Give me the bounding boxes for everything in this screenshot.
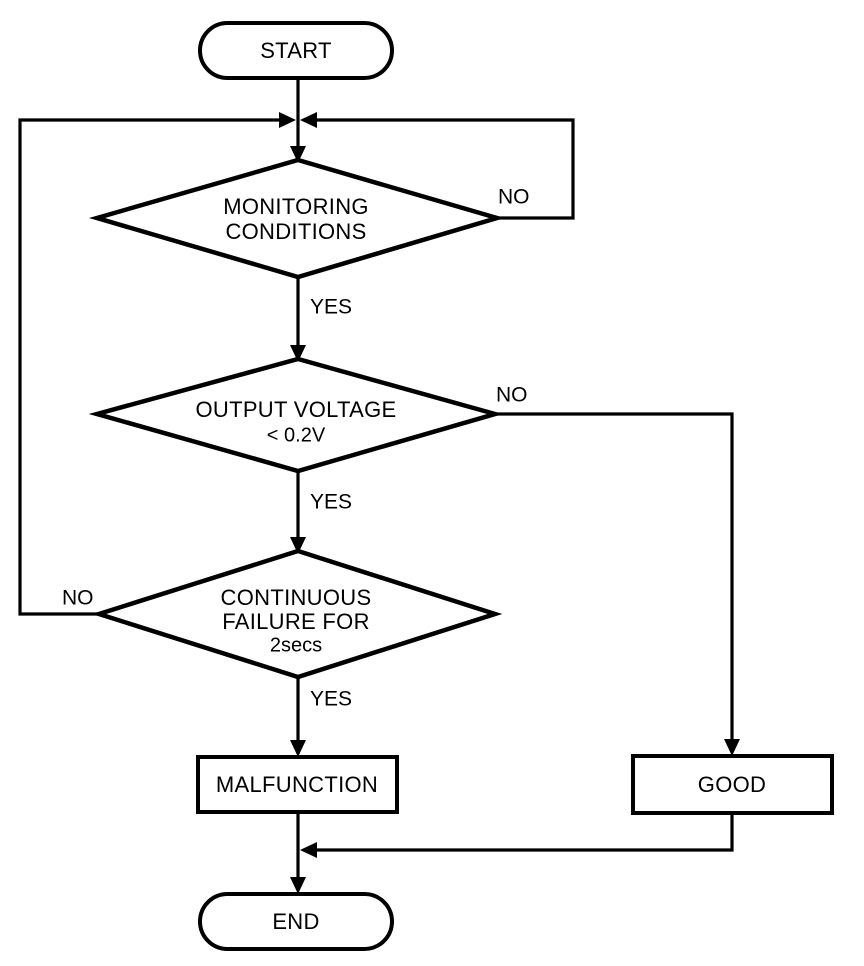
arrowhead-good-merge (300, 842, 317, 858)
node-monitoring-label-line1: MONITORING (223, 194, 369, 219)
node-continuous-label-line3: 2secs (270, 634, 322, 656)
connector-continuous-no-loopback (18, 118, 289, 616)
node-good[interactable] (631, 754, 834, 815)
node-continuous-label-line2: FAILURE FOR (222, 609, 370, 634)
node-malfunction-label: MALFUNCTION (216, 772, 378, 797)
arrowhead-loopback-right-into-junction (300, 112, 317, 128)
node-start-label: START (260, 38, 332, 63)
node-continuous-failure[interactable] (91, 548, 503, 680)
arrowhead-into-monitoring (290, 146, 306, 163)
arrowhead-into-end (290, 877, 306, 894)
arrowhead-into-malfunction (290, 740, 306, 757)
node-malfunction[interactable] (196, 755, 399, 814)
arrowhead-into-good (724, 739, 740, 756)
node-end[interactable] (198, 892, 394, 951)
node-monitoring-conditions[interactable] (88, 157, 505, 280)
node-output-voltage[interactable] (88, 356, 504, 474)
edge-label-continuous-no: NO (62, 587, 94, 610)
node-good-label: GOOD (698, 772, 766, 797)
edge-label-voltage-yes: YES (310, 491, 352, 514)
node-continuous-label-line1: CONTINUOUS (221, 585, 372, 610)
arrowhead-into-continuous (290, 537, 306, 554)
edge-label-continuous-yes: YES (310, 688, 352, 711)
arrowhead-into-voltage (290, 345, 306, 362)
node-start[interactable] (198, 21, 394, 80)
edge-label-monitoring-yes: YES (310, 296, 352, 319)
node-monitoring-label-line2: CONDITIONS (225, 219, 366, 244)
connector-good-to-end-trunk (307, 813, 734, 852)
connector-voltage-no-to-good (495, 412, 734, 752)
connector-monitoring-no-loopback (307, 118, 575, 220)
node-voltage-label-line2: < 0.2V (267, 424, 326, 446)
arrowhead-loopback-left-into-junction (279, 112, 296, 128)
edge-label-voltage-no: NO (496, 384, 528, 407)
node-voltage-label-line1: OUTPUT VOLTAGE (195, 397, 396, 422)
node-end-label: END (272, 909, 319, 934)
edge-label-monitoring-no: NO (498, 186, 530, 209)
